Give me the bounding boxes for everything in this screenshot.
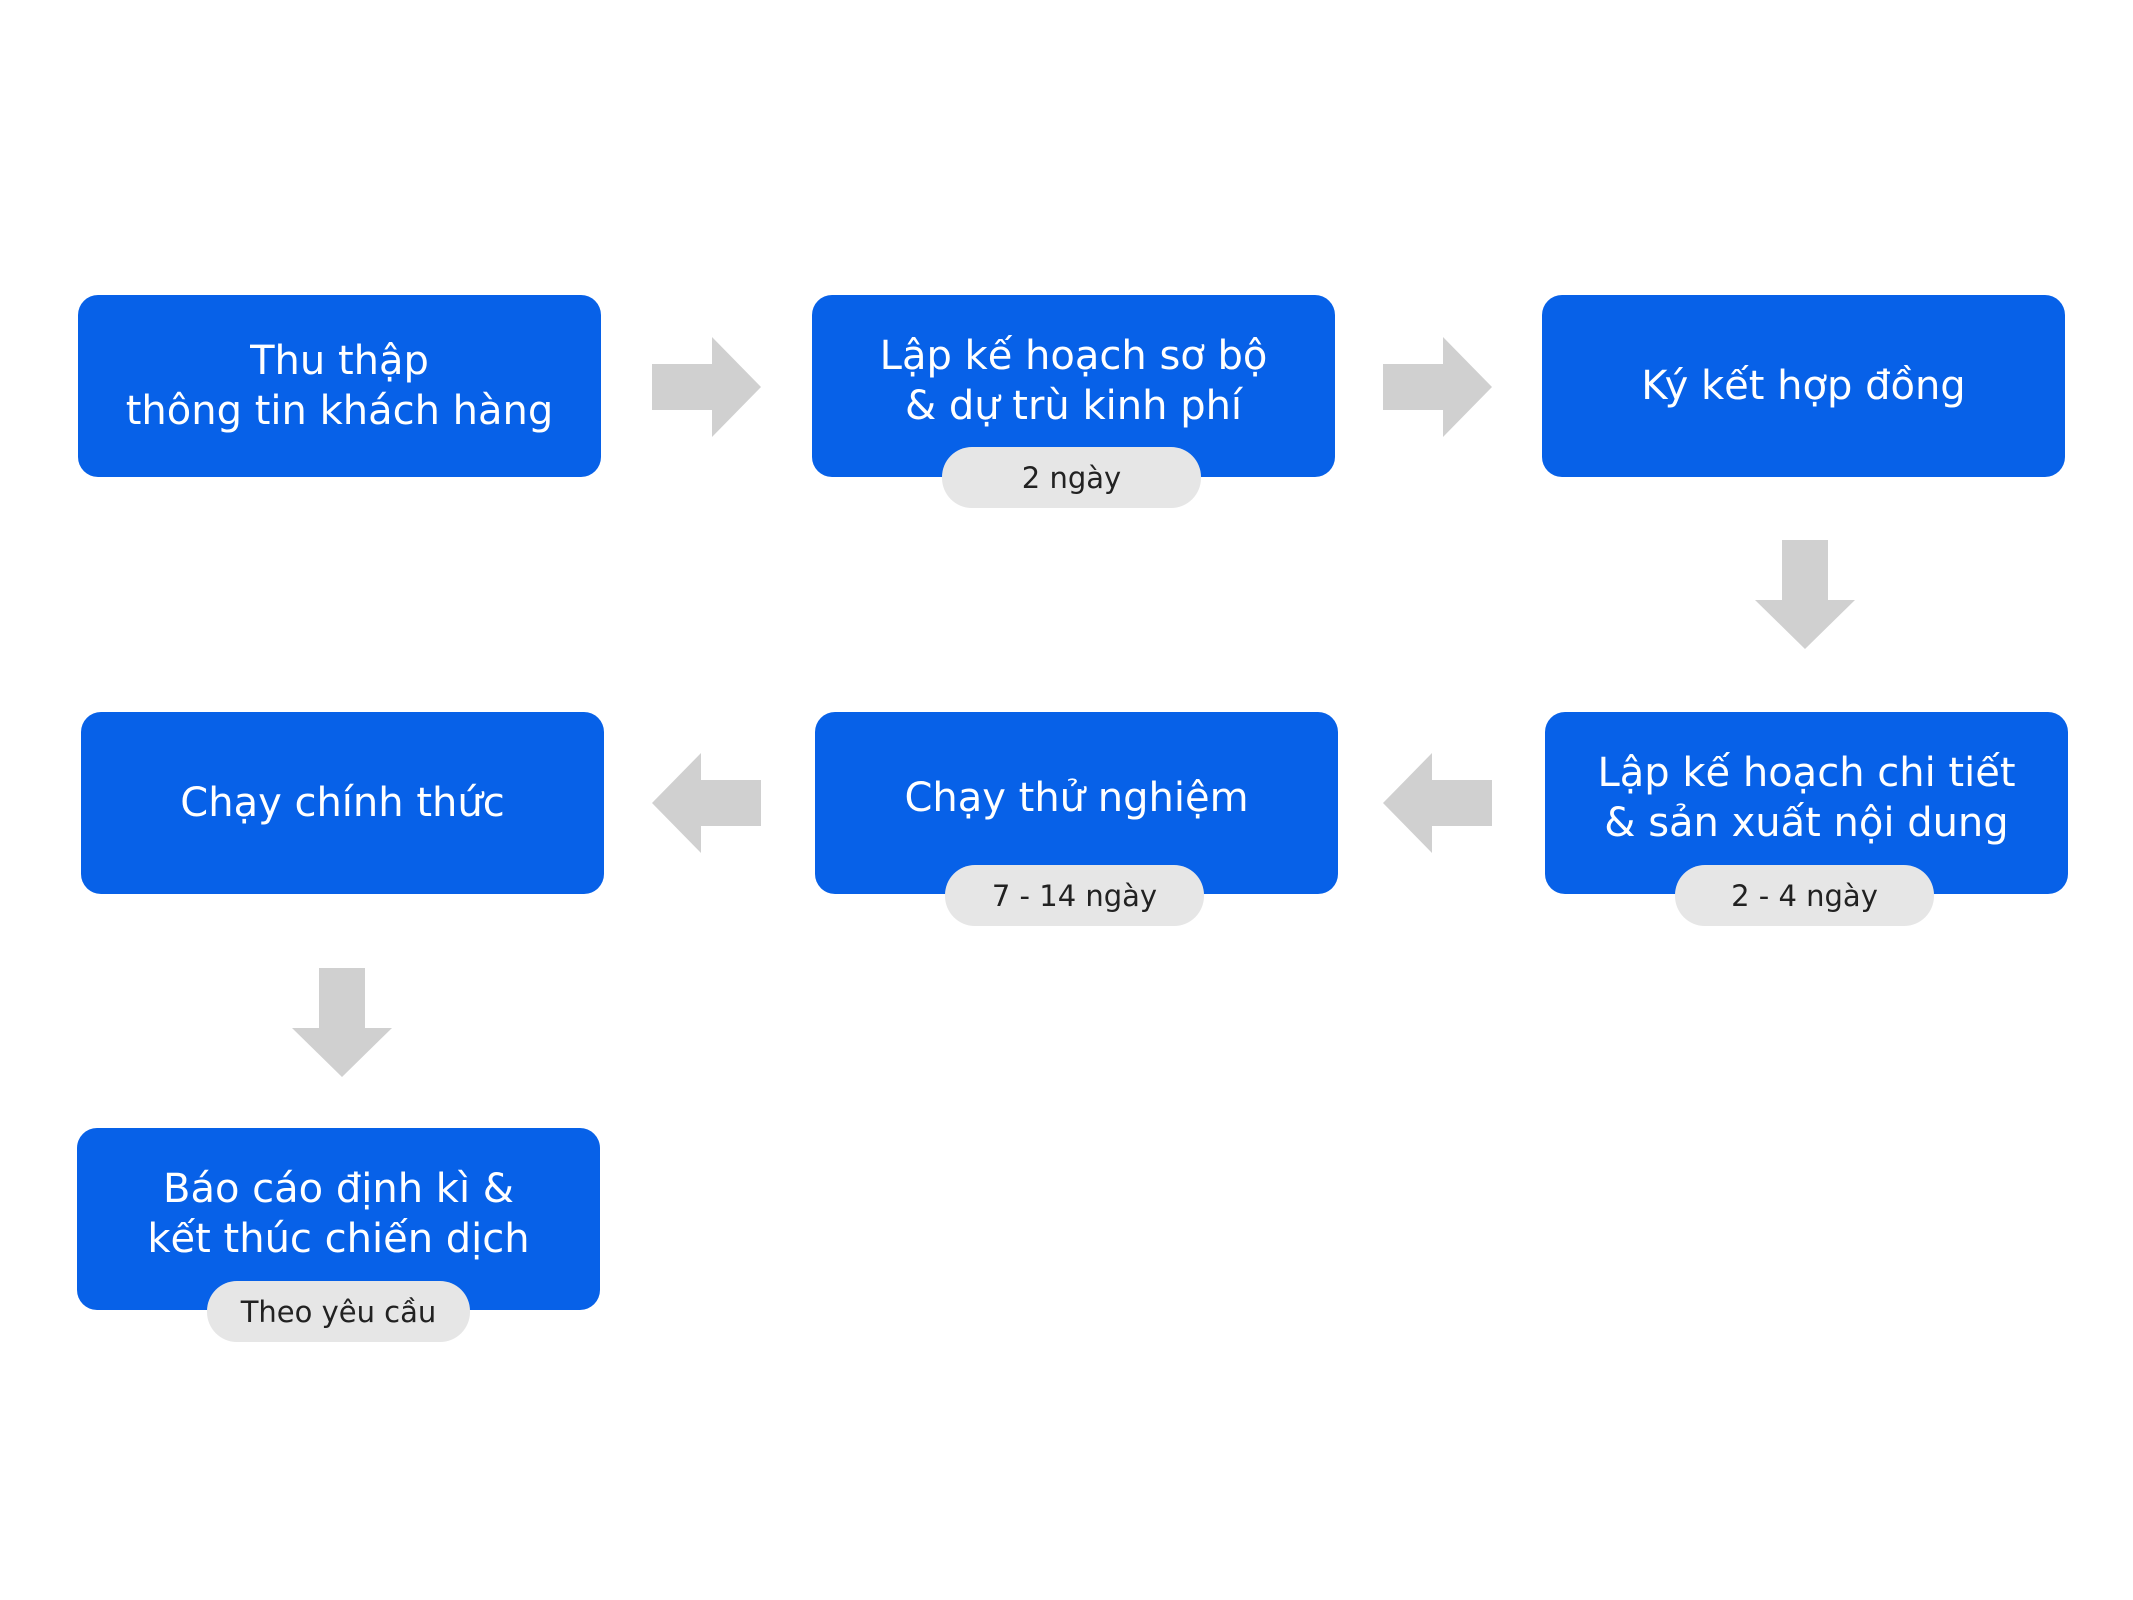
step-box-preliminary-plan: Lập kế hoạch sơ bộ & dự trù kinh phí <box>812 295 1335 477</box>
step-label: Báo cáo định kì & kết thúc chiến dịch <box>147 1166 530 1262</box>
step-box-detailed-plan: Lập kế hoạch chi tiết & sản xuất nội dun… <box>1545 712 2068 894</box>
step-box-trial-run: Chạy thử nghiệm <box>815 712 1338 894</box>
step-label: Chạy chính thức <box>180 780 505 826</box>
step-box-sign-contract: Ký kết hợp đồng <box>1542 295 2065 477</box>
duration-badge: 2 - 4 ngày <box>1675 865 1934 926</box>
arrow-right-icon <box>652 337 761 437</box>
duration-badge: 2 ngày <box>942 447 1201 508</box>
step-label: Ký kết hợp đồng <box>1641 363 1966 409</box>
step-box-collect-info: Thu thập thông tin khách hàng <box>78 295 601 477</box>
step-box-official-run: Chạy chính thức <box>81 712 604 894</box>
arrow-left-icon <box>652 753 761 853</box>
arrow-left-icon <box>1383 753 1492 853</box>
step-label: Lập kế hoạch sơ bộ & dự trù kinh phí <box>879 333 1268 429</box>
arrow-down-icon <box>292 968 392 1077</box>
step-label: Thu thập thông tin khách hàng <box>125 338 554 434</box>
arrow-right-icon <box>1383 337 1492 437</box>
arrow-down-icon <box>1755 540 1855 649</box>
step-label: Lập kế hoạch chi tiết & sản xuất nội dun… <box>1597 750 2016 846</box>
step-box-report-and-close: Báo cáo định kì & kết thúc chiến dịch <box>77 1128 600 1310</box>
duration-badge: Theo yêu cầu <box>207 1281 470 1342</box>
step-label: Chạy thử nghiệm <box>904 775 1249 821</box>
duration-badge: 7 - 14 ngày <box>945 865 1204 926</box>
